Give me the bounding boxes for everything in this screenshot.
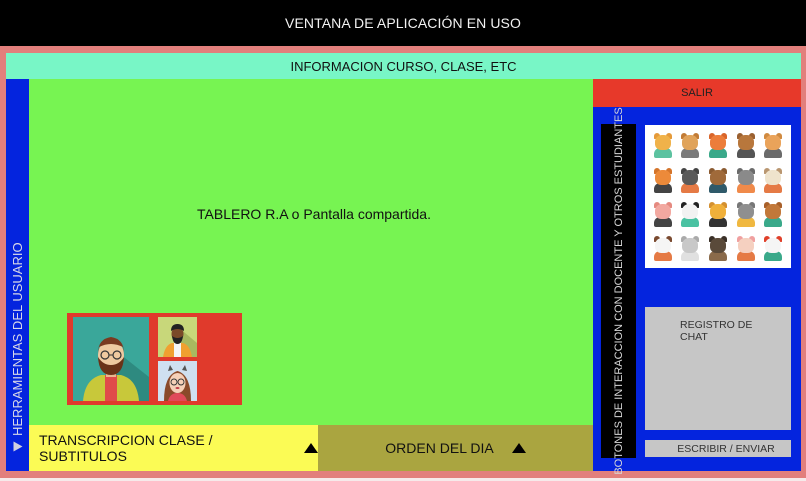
avatar-lion-icon[interactable]	[705, 198, 731, 230]
board-label: TABLERO R.A o Pantalla compartida.	[197, 206, 431, 222]
avatar-panda-icon[interactable]	[678, 198, 704, 230]
triangle-up-icon[interactable]	[304, 443, 318, 453]
avatar-elephant-icon[interactable]	[678, 232, 704, 264]
chat-log[interactable]: REGISTRO DE CHAT	[645, 307, 791, 430]
avatar-tiger-icon[interactable]	[650, 163, 676, 195]
avatar-dog-icon[interactable]	[678, 129, 704, 161]
video-thumbnail-participant[interactable]	[158, 317, 197, 357]
avatar-bear-icon[interactable]	[733, 129, 759, 161]
exit-button[interactable]: SALIR	[593, 79, 801, 107]
interaction-buttons-strip: BOTONES DE INTERACCION CON DOCENTE Y OTR…	[601, 107, 636, 475]
video-thumbnail-participant[interactable]	[158, 361, 197, 401]
exit-label: SALIR	[681, 87, 713, 99]
window-title: VENTANA DE APLICACIÓN EN USO	[285, 15, 521, 31]
bottom-edge	[0, 478, 806, 481]
interaction-buttons-label: BOTONES DE INTERACCION CON DOCENTE Y OTR…	[612, 107, 625, 475]
avatar-owl-icon[interactable]	[705, 232, 731, 264]
transcript-label: TRANSCRIPCION CLASE / SUBTITULOS	[39, 432, 213, 464]
chat-log-label: REGISTRO DE CHAT	[680, 319, 753, 343]
avatar-cat-icon[interactable]	[650, 129, 676, 161]
course-info-label: INFORMACION CURSO, CLASE, ETC	[290, 58, 517, 74]
man-avatar-icon	[163, 324, 197, 357]
user-tools-sidebar[interactable]: HERRAMIENTAS DEL USUARIO	[6, 79, 29, 471]
avatar-rooster-icon[interactable]	[760, 232, 786, 264]
avatar-pig-icon[interactable]	[650, 198, 676, 230]
chat-write-send-button[interactable]: ESCRIBIR / ENVIAR	[645, 440, 791, 457]
chat-send-label: ESCRIBIR / ENVIAR	[677, 442, 775, 455]
avatar-fox-icon[interactable]	[705, 129, 731, 161]
agenda-label: ORDEN DEL DIA	[385, 440, 494, 456]
video-call-panel[interactable]	[67, 313, 242, 405]
avatar-goat-icon[interactable]	[760, 163, 786, 195]
participant-avatar-grid	[645, 125, 791, 268]
course-info-bar[interactable]: INFORMACION CURSO, CLASE, ETC	[6, 53, 801, 79]
video-main-participant[interactable]	[73, 317, 149, 401]
window-title-bar: VENTANA DE APLICACIÓN EN USO	[0, 0, 806, 46]
avatar-koala-icon[interactable]	[733, 198, 759, 230]
triangle-up-icon[interactable]	[511, 443, 526, 453]
agenda-bar[interactable]: ORDEN DEL DIA	[318, 425, 593, 471]
shared-screen-board[interactable]: TABLERO R.A o Pantalla compartida.	[29, 79, 593, 425]
avatar-wolf-icon[interactable]	[678, 163, 704, 195]
avatar-cow-icon[interactable]	[650, 232, 676, 264]
avatar-rabbit-icon[interactable]	[733, 232, 759, 264]
triangle-expand-icon	[13, 441, 22, 452]
girl-avatar-icon	[164, 365, 191, 401]
avatar-raccoon-icon[interactable]	[733, 163, 759, 195]
interaction-panel: SALIR BOTONES DE INTERACCION CON DOCENTE…	[593, 79, 801, 475]
user-tools-toggle[interactable]: HERRAMIENTAS DEL USUARIO	[6, 79, 29, 471]
avatar-monkey-icon[interactable]	[705, 163, 731, 195]
user-tools-label: HERRAMIENTAS DEL USUARIO	[10, 242, 25, 436]
bearded-man-avatar-icon	[83, 337, 149, 401]
avatar-giraffe-icon[interactable]	[760, 129, 786, 161]
avatar-deer-icon[interactable]	[760, 198, 786, 230]
transcript-subtitles-bar[interactable]: TRANSCRIPCION CLASE / SUBTITULOS	[29, 425, 318, 471]
